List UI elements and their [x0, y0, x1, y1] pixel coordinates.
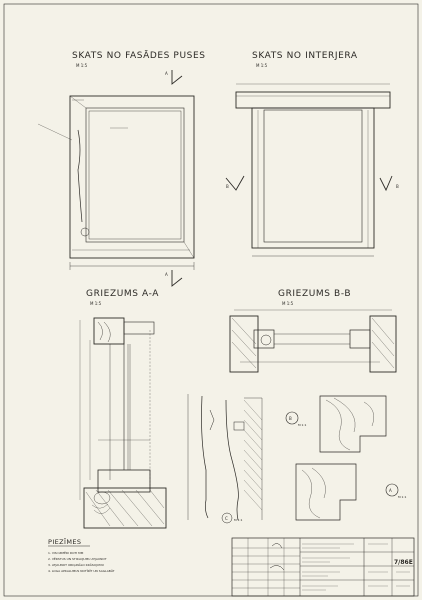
section-bb-title: GRIEZUMS B-B [278, 289, 351, 299]
detail-c-marker: C [225, 516, 228, 521]
section-aa-scale: M 1:5 [90, 301, 102, 306]
section-bb-scale: M 1:5 [282, 301, 294, 306]
detail-b-profile: B M 1:1 [285, 395, 387, 453]
note-2: 2. VĒRSTUS UN STIKLOJUMU ATJAUNOT [48, 556, 107, 561]
section-aa-drawing [79, 317, 167, 529]
section-mark-a-bottom: A [165, 270, 183, 287]
detail-c-hardware: C M 1:1 [187, 394, 263, 524]
note-1: 1. VISI IZMĒRI DOTI MM [48, 550, 84, 555]
note-4: 4. LOGA APKALUMUS NOTĪRĪT UN SAGLABĀT [48, 568, 115, 573]
detail-c-scale: M 1:1 [234, 518, 242, 522]
notes-heading: PIEZĪMES [48, 537, 81, 546]
svg-text:A: A [165, 71, 168, 76]
detail-a-marker: A [389, 488, 392, 493]
section-mark-b-left: B [225, 175, 245, 191]
svg-text:B: B [396, 184, 399, 189]
section-mark-b-right: B [379, 175, 399, 192]
interior-window-elevation [235, 83, 391, 257]
section-mark-a-top: A [165, 70, 183, 85]
svg-text:A: A [165, 272, 168, 277]
detail-a-scale: M 1:1 [398, 495, 406, 499]
note-3: 3. ATJAUNOT ORIĢINĀLO KRĀSOJUMU [48, 562, 104, 567]
facade-view-scale: M 1:5 [76, 63, 88, 68]
interior-view-title: SKATS NO INTERJERA [252, 51, 358, 61]
facade-window-elevation [37, 95, 195, 270]
title-block-code: 7/86E [394, 559, 413, 566]
section-aa-title: GRIEZUMS A-A [86, 289, 159, 299]
svg-text:B: B [226, 184, 229, 189]
facade-view-title: SKATS NO FASĀDES PUSES [72, 50, 206, 61]
detail-b-scale: M 1:1 [298, 423, 306, 427]
title-block: 7/86E [231, 537, 415, 597]
sheet-border [3, 3, 419, 597]
section-bb-drawing [229, 309, 397, 373]
detail-b-marker: B [289, 416, 292, 421]
interior-view-scale: M 1:5 [256, 63, 268, 68]
detail-a-profile: A M 1:1 [295, 463, 406, 521]
